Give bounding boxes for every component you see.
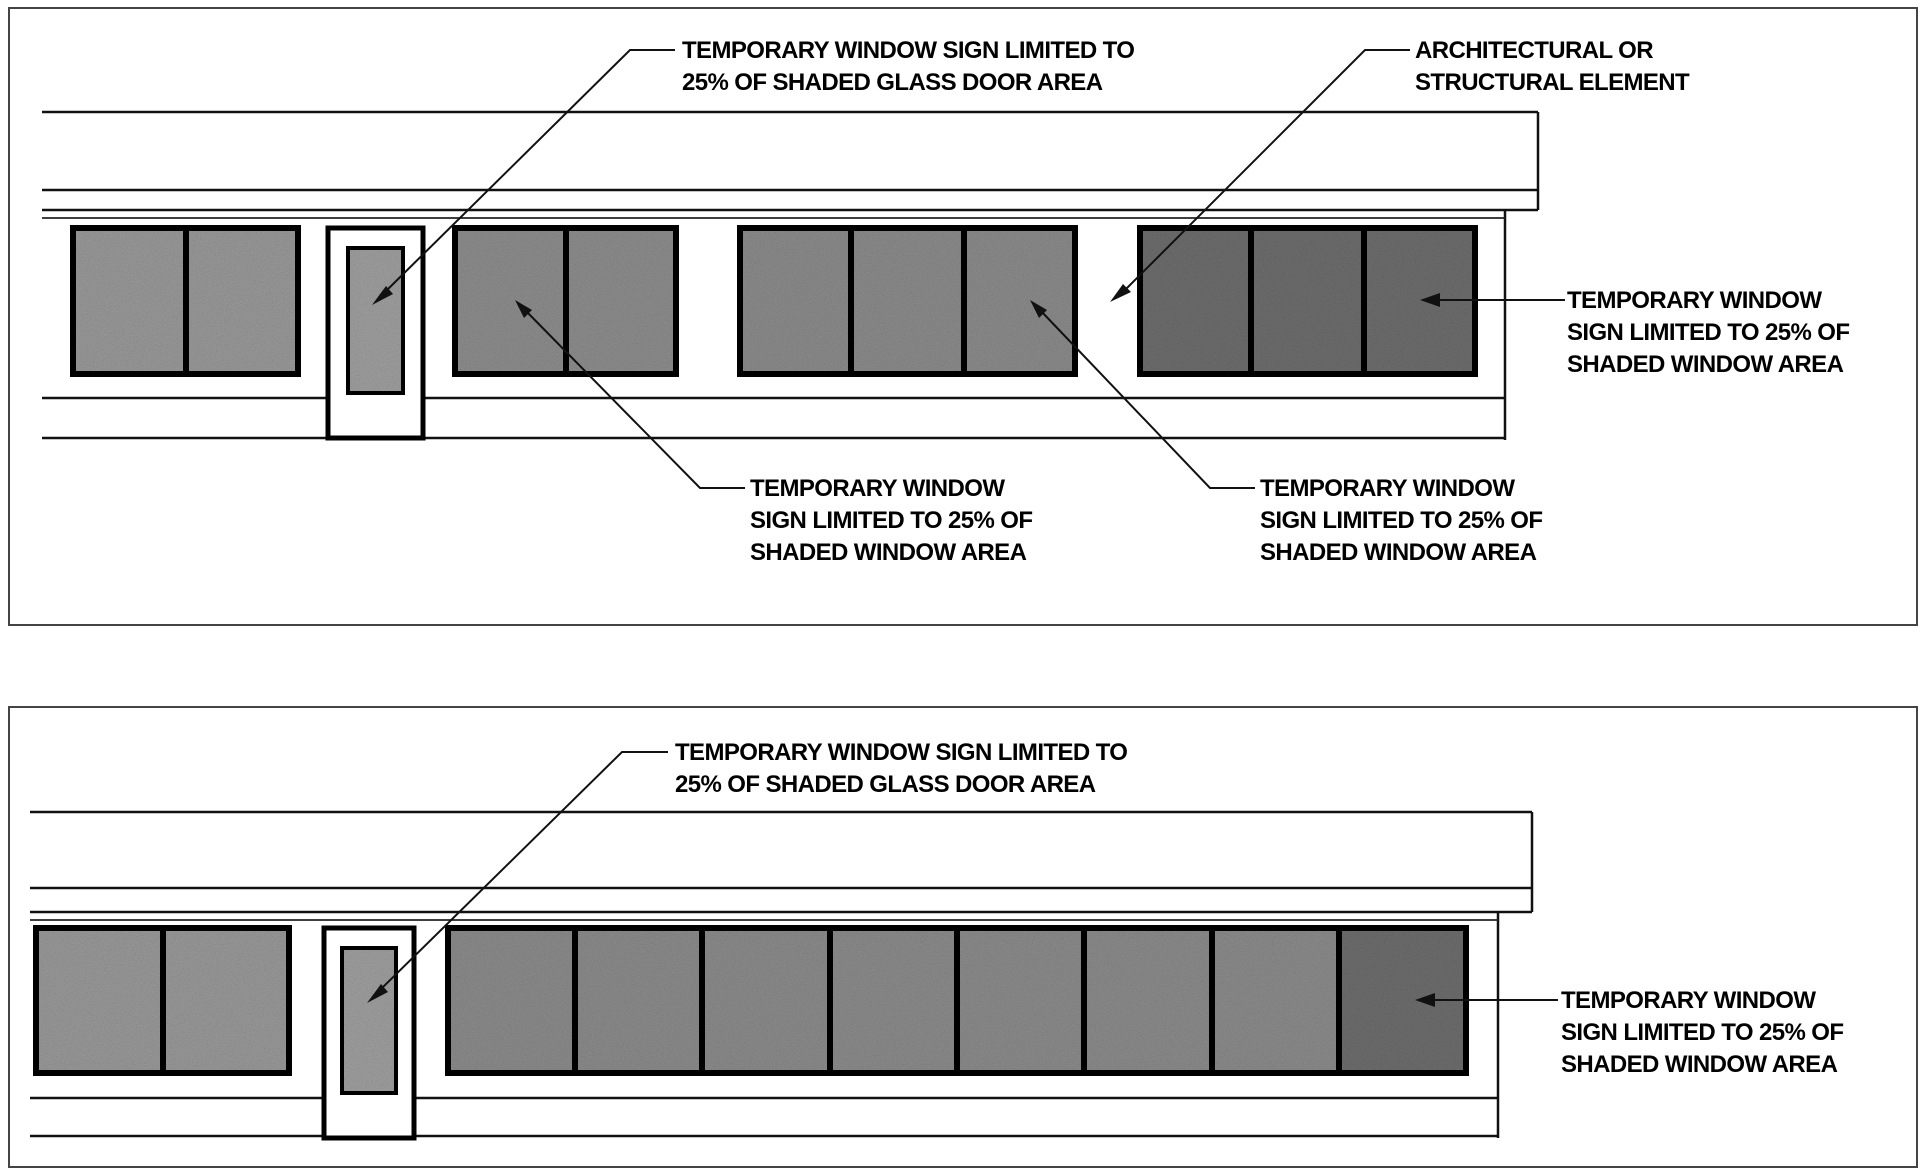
leader-element <box>1124 49 1410 291</box>
annotation-bottom-a: TEMPORARY WINDOW SIGN LIMITED TO 25% OF … <box>750 475 1033 566</box>
label-line: SHADED WINDOW AREA <box>750 539 1027 566</box>
wall-lines <box>42 210 1507 440</box>
window-group <box>737 225 1078 377</box>
label-line: SHADED WINDOW AREA <box>1260 539 1537 566</box>
label-line: SHADED WINDOW AREA <box>1561 1051 1838 1078</box>
label-line: ARCHITECTURAL OR <box>1415 37 1653 64</box>
annotation-right: TEMPORARY WINDOW SIGN LIMITED TO 25% OF … <box>1567 287 1850 378</box>
label-line: TEMPORARY WINDOW <box>750 475 1005 502</box>
window-group <box>452 225 679 377</box>
window-group <box>445 925 1469 1076</box>
annotation-right: TEMPORARY WINDOW SIGN LIMITED TO 25% OF … <box>1561 987 1844 1078</box>
window-group <box>70 225 301 377</box>
annotation-element: ARCHITECTURAL OR STRUCTURAL ELEMENT <box>1415 37 1691 96</box>
annotation-door: TEMPORARY WINDOW SIGN LIMITED TO 25% OF … <box>675 739 1128 798</box>
canopy <box>42 110 1540 212</box>
leader-lines <box>372 49 1565 489</box>
label-line: SIGN LIMITED TO 25% OF <box>1567 319 1849 346</box>
arrowhead <box>367 984 388 1003</box>
arrowhead <box>1415 993 1435 1007</box>
leader-lines <box>367 751 1558 1007</box>
label-line: SIGN LIMITED TO 25% OF <box>1561 1019 1843 1046</box>
arrowhead <box>1030 300 1047 318</box>
arrowhead <box>372 286 393 305</box>
label-line: 25% OF SHADED GLASS DOOR AREA <box>682 69 1103 96</box>
label-line: 25% OF SHADED GLASS DOOR AREA <box>675 771 1096 798</box>
label-line: TEMPORARY WINDOW SIGN LIMITED TO <box>682 37 1134 64</box>
panel-border <box>8 706 1918 1168</box>
annotation-bottom-b: TEMPORARY WINDOW SIGN LIMITED TO 25% OF … <box>1260 475 1543 566</box>
leader-bottom-b <box>1039 309 1255 489</box>
leader-bottom-a <box>524 309 745 489</box>
label-line: SIGN LIMITED TO 25% OF <box>750 507 1032 534</box>
label-line: SHADED WINDOW AREA <box>1567 351 1844 378</box>
label-line: TEMPORARY WINDOW <box>1260 475 1515 502</box>
storefront-panel-top: TEMPORARY WINDOW SIGN LIMITED TO 25% OF … <box>8 7 1918 626</box>
leader-door <box>384 49 675 293</box>
label-line: TEMPORARY WINDOW <box>1567 287 1822 314</box>
label-line: TEMPORARY WINDOW <box>1561 987 1816 1014</box>
arrowhead <box>515 300 532 318</box>
window-group <box>33 925 292 1076</box>
arrowhead <box>1110 284 1131 302</box>
panel-border <box>8 7 1918 626</box>
leader-door <box>379 751 668 991</box>
glass-door <box>325 225 426 441</box>
glass-door <box>321 925 417 1141</box>
arrowhead <box>1420 293 1440 307</box>
storefront-panel-bottom: TEMPORARY WINDOW SIGN LIMITED TO 25% OF … <box>8 706 1918 1168</box>
label-line: STRUCTURAL ELEMENT <box>1415 69 1690 96</box>
label-line: SIGN LIMITED TO 25% OF <box>1260 507 1542 534</box>
canopy <box>30 810 1534 914</box>
annotation-door: TEMPORARY WINDOW SIGN LIMITED TO 25% OF … <box>682 37 1135 96</box>
label-line: TEMPORARY WINDOW SIGN LIMITED TO <box>675 739 1127 766</box>
wall-lines <box>30 912 1500 1138</box>
